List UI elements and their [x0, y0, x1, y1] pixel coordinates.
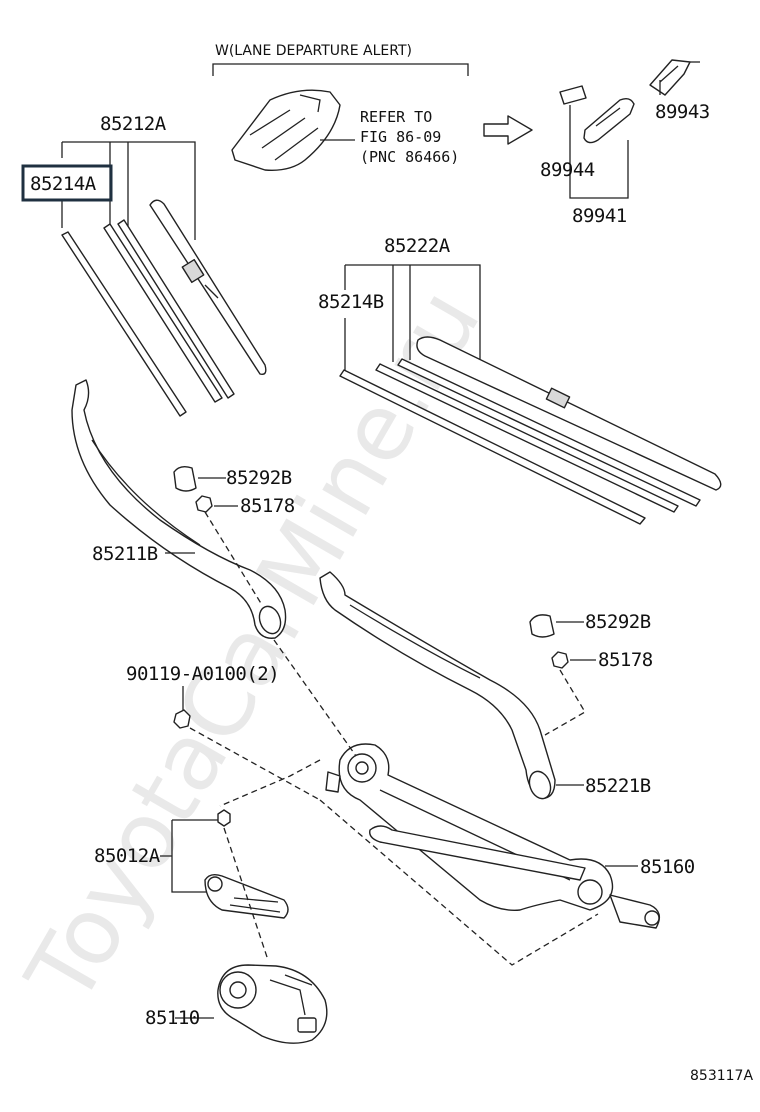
left-wiper-arm-drawing [71, 379, 287, 639]
nut-cap-drawing-1 [173, 465, 197, 492]
right-blade-drawing [339, 336, 722, 525]
label-85214A: 85214A [30, 173, 97, 195]
label-85160: 85160 [640, 856, 695, 878]
bolt-drawing [173, 709, 191, 729]
nut-drawing-1 [195, 495, 213, 513]
label-90119: 90119-A0100(2) [126, 663, 279, 685]
camera-cover-drawing [231, 89, 355, 171]
refer-text-1: REFER TO [360, 108, 432, 126]
wiper-motor-drawing [217, 964, 328, 1044]
left-blade-drawing [61, 199, 267, 417]
option-header: W(LANE DEPARTURE ALERT) [212, 43, 469, 76]
linkage-drawing [325, 743, 661, 929]
label-85178-1: 85178 [240, 495, 295, 517]
label-85222A: 85222A [384, 235, 451, 257]
highlight-box [21, 164, 113, 202]
label-89943: 89943 [655, 101, 710, 123]
label-89941: 89941 [572, 205, 627, 227]
label-85214B: 85214B [318, 291, 384, 313]
sensor-parts-drawing [559, 59, 691, 144]
right-arrow-icon [483, 115, 533, 145]
option-label: W(LANE DEPARTURE ALERT) [215, 43, 412, 59]
label-85292B-1: 85292B [226, 467, 292, 489]
small-nut-drawing [217, 809, 231, 827]
label-85012A: 85012A [94, 845, 161, 867]
assembly-lines [189, 511, 599, 966]
figure-id: 853117A [690, 1068, 753, 1084]
label-85221B: 85221B [585, 775, 651, 797]
label-85211B: 85211B [92, 543, 158, 565]
label-89944: 89944 [540, 159, 595, 181]
right-wiper-arm-drawing [319, 571, 556, 800]
nut-cap-drawing-2 [529, 614, 555, 638]
refer-text-2: FIG 86-09 [360, 128, 441, 146]
refer-text-3: (PNC 86466) [360, 148, 459, 166]
label-85178-2: 85178 [598, 649, 653, 671]
label-85292B-2: 85292B [585, 611, 651, 633]
nut-drawing-2 [551, 651, 569, 669]
label-85110: 85110 [145, 1007, 200, 1029]
label-85212A: 85212A [100, 113, 167, 135]
